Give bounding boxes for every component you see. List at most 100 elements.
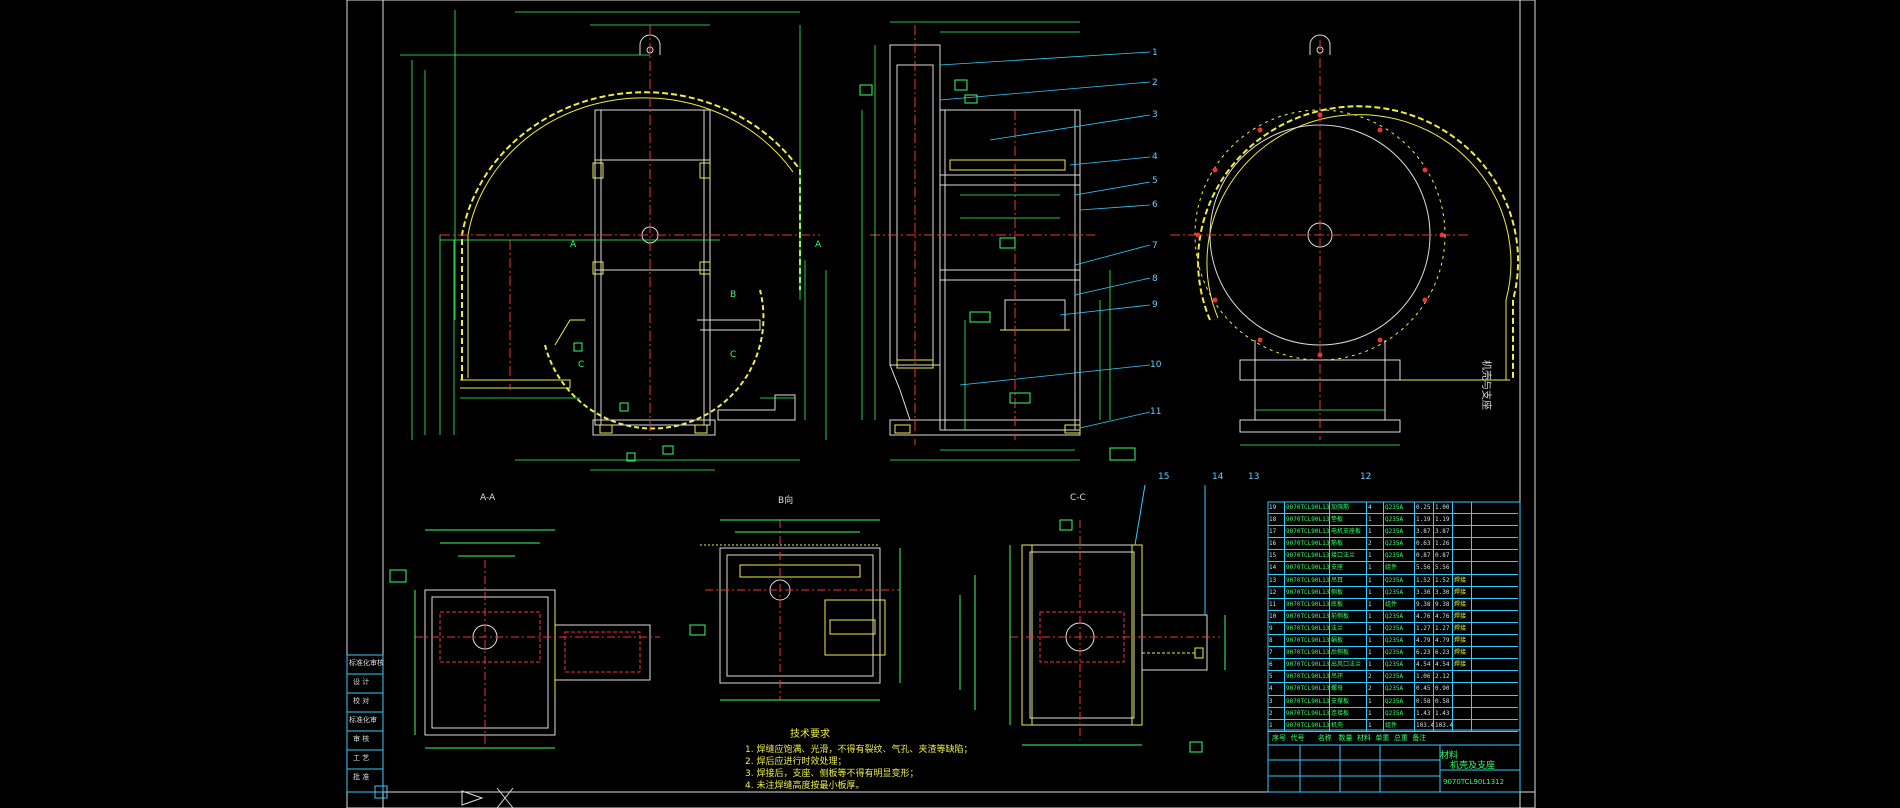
sig-label-3: 标准化审	[349, 716, 377, 724]
bom-cell: 0.87	[1434, 550, 1453, 562]
section-aa	[414, 529, 660, 749]
bom-cell: 后侧板	[1330, 647, 1367, 659]
bom-cell: 前侧板	[1330, 610, 1367, 622]
bom-cell: 1	[1367, 635, 1384, 647]
bom-cell: 支座	[1330, 562, 1367, 574]
bom-cell: Q235A	[1384, 502, 1415, 514]
rear-view-centerlines	[1170, 40, 1470, 440]
bom-cell: 6	[1268, 659, 1285, 671]
bom-cell: 9070TCL90L1311-7	[1285, 586, 1330, 598]
bom-cell: Q235A	[1384, 622, 1415, 635]
bom-cell: 10	[1268, 610, 1285, 622]
bom-cell: 侧板	[1330, 586, 1367, 598]
bom-cell: 1.27	[1415, 622, 1434, 635]
section-b	[700, 519, 901, 701]
balloon-13: 13	[1248, 472, 1260, 482]
bom-h-code: 代号	[1290, 734, 1305, 742]
front-volute-outer	[461, 91, 801, 380]
bom-table-frame	[1267, 501, 1521, 793]
bom-cell: 3.30	[1415, 586, 1434, 598]
section-mark-a-right: A	[815, 240, 822, 250]
section-b-label: B向	[778, 496, 794, 506]
bom-cell: 103.4	[1434, 719, 1453, 731]
balloon-14: 14	[1212, 472, 1224, 482]
balloon-6: 6	[1152, 200, 1158, 210]
bom-cell: 1.26	[1434, 538, 1453, 550]
bom-cell: 1.43	[1415, 707, 1434, 719]
bom-cell: 3.87	[1415, 526, 1434, 538]
bom-cell	[1453, 514, 1472, 526]
bom-cell: 2	[1367, 671, 1384, 683]
bom-header-row: 序号 代号 名称 数量 材料 单重 总重 备注	[1272, 733, 1426, 743]
balloon-1: 1	[1152, 48, 1158, 58]
bom-cell: 螺母	[1330, 683, 1367, 695]
note-4: 4. 未注焊缝高度按最小板厚。	[745, 781, 865, 791]
material-header: 材料	[1440, 751, 1459, 761]
bom-h-qty: 数量	[1338, 734, 1353, 742]
bom-row: 149070TCL90L1312-1支座1组件5.565.56	[1268, 562, 1518, 575]
bom-cell: 4.79	[1415, 635, 1434, 647]
bom-cell: 1	[1367, 574, 1384, 586]
bom-cell: Q235A	[1384, 683, 1415, 695]
bom-cell: 1.52	[1415, 574, 1434, 586]
bom-cell: 2	[1367, 683, 1384, 695]
bom-cell: 9070TCL90L1312-1	[1285, 562, 1330, 574]
bom-cell	[1453, 683, 1472, 695]
bom-cell: 5.56	[1415, 562, 1434, 574]
bom-cell: 焊接	[1453, 635, 1472, 647]
bom-cell: 9070TCL90L1311-1	[1285, 659, 1330, 671]
balloon-10: 10	[1150, 360, 1162, 370]
bom-cell: Q235A	[1384, 647, 1415, 659]
bom-cell: 9070TCL90L1312-10	[1285, 707, 1330, 719]
bom-cell: 焊接	[1453, 598, 1472, 610]
bom-cell: 4	[1268, 683, 1285, 695]
section-mark-c-left: C	[578, 360, 585, 370]
bom-cell: 4.76	[1434, 610, 1453, 622]
bom-cell: Q235A	[1384, 538, 1415, 550]
balloon-2: 2	[1152, 78, 1158, 88]
bom-cell: 1	[1367, 586, 1384, 598]
balloon-9: 9	[1152, 300, 1158, 310]
bom-cell: Q235A	[1384, 659, 1415, 671]
bom-cell: Q235A	[1384, 550, 1415, 562]
bom-cell: 蜗板	[1330, 635, 1367, 647]
balloon-11: 11	[1150, 407, 1162, 417]
bom-cell: 支撑板	[1330, 695, 1367, 707]
front-view	[460, 34, 801, 436]
notes-title: 技术要求	[790, 729, 830, 740]
bom-cell: 3	[1268, 695, 1285, 707]
bom-cell: Q235A	[1384, 635, 1415, 647]
note-2: 2. 焊后应进行时效处理；	[745, 757, 847, 767]
front-view-dimensions	[400, 10, 827, 471]
sig-label-2: 校 对	[353, 697, 370, 705]
bom-row: 179070TCL90L1312-4电机支座板1Q235A3.873.87	[1268, 526, 1518, 539]
bom-row: 49070TCL90L1312-8螺母2Q235A0.450.90	[1268, 683, 1518, 696]
bom-cell: 5	[1268, 671, 1285, 683]
bom-cell: 机壳	[1330, 719, 1367, 731]
bom-cell: 9070TCL90L1312-8	[1285, 683, 1330, 695]
bom-cell: 8	[1268, 635, 1285, 647]
bom-cell: 5.56	[1434, 562, 1453, 574]
bom-cell: 9070TCL90L1311-3	[1285, 635, 1330, 647]
bom-cell: 1	[1367, 719, 1384, 731]
section-aa-label: A-A	[480, 493, 496, 503]
bom-cell: 18	[1268, 514, 1285, 526]
sig-label-6: 批 准	[353, 773, 370, 781]
bom-cell: 4.79	[1434, 635, 1453, 647]
bom-cell: 0.87	[1415, 550, 1434, 562]
bom-cell: 9070TCL90L1312-3	[1285, 538, 1330, 550]
bom-h-total-wt: 总重	[1393, 734, 1408, 742]
bom-cell: 12	[1268, 586, 1285, 598]
side-view-leader-lines	[939, 51, 1151, 429]
bom-cell: 9070TCL90L1311	[1285, 719, 1330, 731]
bom-cell	[1453, 526, 1472, 538]
rear-view-dimensions	[1240, 409, 1400, 446]
bom-cell: 9.38	[1415, 598, 1434, 610]
bom-h-no: 序号	[1272, 734, 1286, 742]
